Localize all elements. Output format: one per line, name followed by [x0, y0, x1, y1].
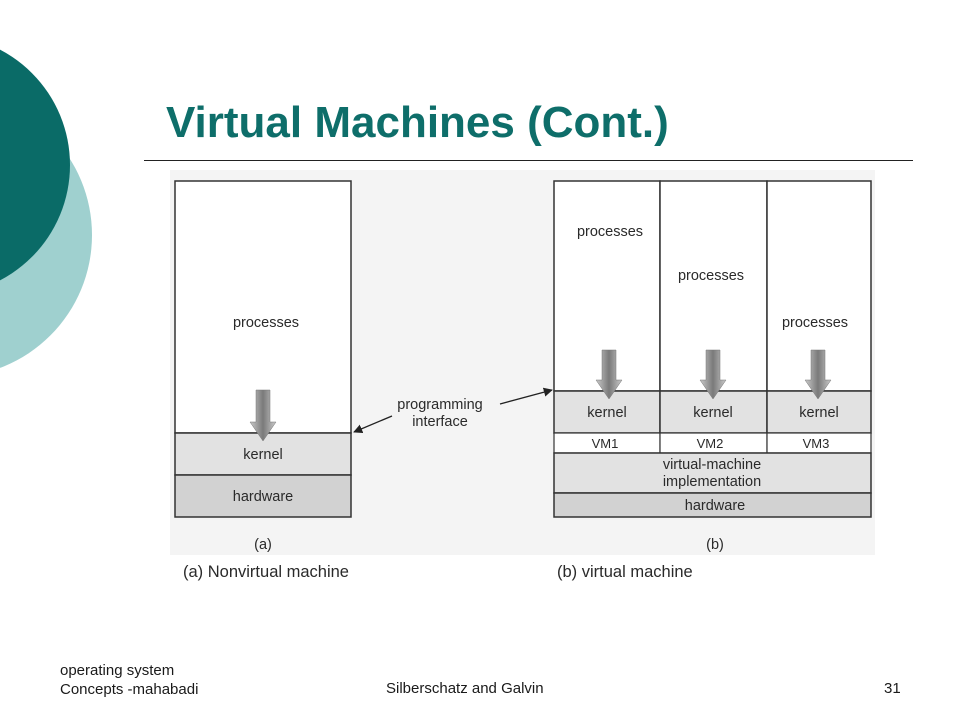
vm-label-2: VM2 [697, 436, 724, 451]
footer-course-line1: operating system [60, 662, 175, 679]
down-arrow-2 [699, 349, 727, 400]
interface-arrow-right [499, 387, 553, 405]
kernel-label-3: kernel [799, 405, 839, 421]
kernel-label-1: kernel [587, 405, 627, 421]
vm-label-1: VM1 [592, 436, 619, 451]
interface-arrow-left [353, 415, 393, 434]
caption-a: (a) Nonvirtual machine [183, 563, 349, 581]
page-number: 31 [884, 680, 901, 697]
processes-label-1: processes [577, 224, 643, 240]
down-arrow-1 [595, 349, 623, 400]
vm-implementation-line2: implementation [663, 474, 761, 490]
vm-label-3: VM3 [803, 436, 830, 451]
processes-label-2: processes [678, 268, 744, 284]
hardware-box-b [553, 492, 872, 518]
decorative-circles [0, 49, 92, 368]
footer-course: operating system Concepts -mahabadi [60, 661, 260, 699]
programming-label: programming [397, 397, 482, 413]
slide-title: Virtual Machines (Cont.) [166, 98, 669, 147]
virtual-machine: processes processes processes kernel ker… [553, 180, 872, 553]
letter-b: (b) [706, 537, 724, 553]
vm-implementation-line1: virtual-machine [663, 457, 761, 473]
hardware-label-b: hardware [685, 498, 745, 514]
vm-diagram: processes kernel hardware (a) programmin… [170, 170, 875, 581]
dark-teal-circle [0, 49, 70, 281]
down-arrow-3 [804, 349, 832, 400]
hardware-box [174, 474, 352, 518]
footer-course-line2: Concepts -mahabadi [60, 681, 199, 698]
hardware-label: hardware [233, 489, 293, 505]
footer-authors: Silberschatz and Galvin [386, 680, 544, 697]
title-divider [144, 160, 913, 161]
down-arrow [249, 389, 277, 442]
kernel-label: kernel [243, 447, 283, 463]
interface-label: interface [412, 414, 468, 430]
letter-a: (a) [254, 537, 272, 553]
kernel-label-2: kernel [693, 405, 733, 421]
processes-label: processes [233, 315, 299, 331]
processes-label-3: processes [782, 315, 848, 331]
kernel-box-3 [766, 390, 872, 434]
nonvirtual-machine: processes kernel hardware (a) [174, 180, 352, 553]
caption-b: (b) virtual machine [557, 563, 693, 581]
programming-interface: programming interface [353, 387, 553, 434]
